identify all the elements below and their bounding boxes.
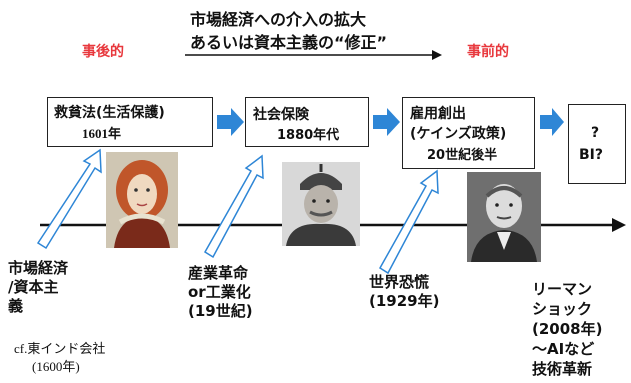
industrial-line1: 産業革命 <box>188 264 249 282</box>
market-line1: 市場経済 <box>8 259 69 277</box>
hollow-arrow-2 <box>203 154 264 259</box>
header-line1: 市場経済への介入の拡大 <box>190 10 367 29</box>
industrial-line3: (19世紀) <box>188 302 253 320</box>
portrait-chancellor <box>282 162 360 246</box>
header-arrow-head <box>432 50 442 60</box>
depression-line2: (1929年) <box>369 292 440 310</box>
hollow-arrow-3 <box>378 169 439 275</box>
portrait-economist <box>467 172 541 262</box>
label-industrial-revolution: 産業革命 or工業化 (19世紀) <box>188 264 253 321</box>
label-lehman: リーマン ショック (2008年) 〜AIなど 技術革新 <box>532 279 602 379</box>
lehman-line5: 技術革新 <box>532 360 593 378</box>
label-great-depression: 世界恐慌 (1929年) <box>369 273 439 311</box>
note-line2: (1600年) <box>32 359 80 374</box>
box-social-insurance-title: 社会保険 <box>253 107 309 123</box>
box-poor-law: 救貧法(生活保護) 1601年 <box>47 97 213 147</box>
block-arrow-2 <box>373 108 400 136</box>
note-line1: cf.東インド会社 <box>14 341 106 356</box>
box-poor-law-year: 1601年 <box>82 126 122 141</box>
label-market-economy: 市場経済 /資本主 義 <box>8 259 68 316</box>
label-east-india: cf.東インド会社 (1600年) <box>14 340 105 376</box>
portrait-queen <box>106 152 178 248</box>
market-line3: 義 <box>8 297 24 315</box>
box-social-insurance: 社会保険 1880年代 <box>245 97 369 147</box>
block-arrow-3 <box>540 108 564 136</box>
hollow-arrow-1 <box>36 148 102 250</box>
box-bi-label: BI? <box>579 147 604 163</box>
lehman-line4: 〜AIなど <box>532 340 595 358</box>
box-job-creation: 雇用創出 (ケインズ政策) 20世紀後半 <box>402 97 535 169</box>
box-job-creation-year: 20世紀後半 <box>427 148 498 163</box>
timeline-arrow-head <box>612 218 626 232</box>
block-arrow-1 <box>217 108 244 136</box>
label-ex-post: 事後的 <box>82 44 124 60</box>
lehman-line3: (2008年) <box>532 320 603 338</box>
box-bi-question: ? <box>591 125 600 141</box>
box-job-creation-title: 雇用創出 <box>410 106 466 122</box>
box-bi: ? BI? <box>568 104 626 184</box>
header-line2: あるいは資本主義の“修正” <box>190 33 388 52</box>
box-social-insurance-year: 1880年代 <box>277 128 340 143</box>
box-job-creation-title2: (ケインズ政策) <box>410 126 507 142</box>
lehman-line1: リーマン <box>532 280 593 298</box>
lehman-line2: ショック <box>532 300 593 318</box>
box-poor-law-title: 救貧法(生活保護) <box>54 105 165 121</box>
label-ex-ante: 事前的 <box>467 44 509 60</box>
market-line2: /資本主 <box>8 278 59 296</box>
depression-line1: 世界恐慌 <box>369 273 430 291</box>
industrial-line2: or工業化 <box>188 283 251 301</box>
